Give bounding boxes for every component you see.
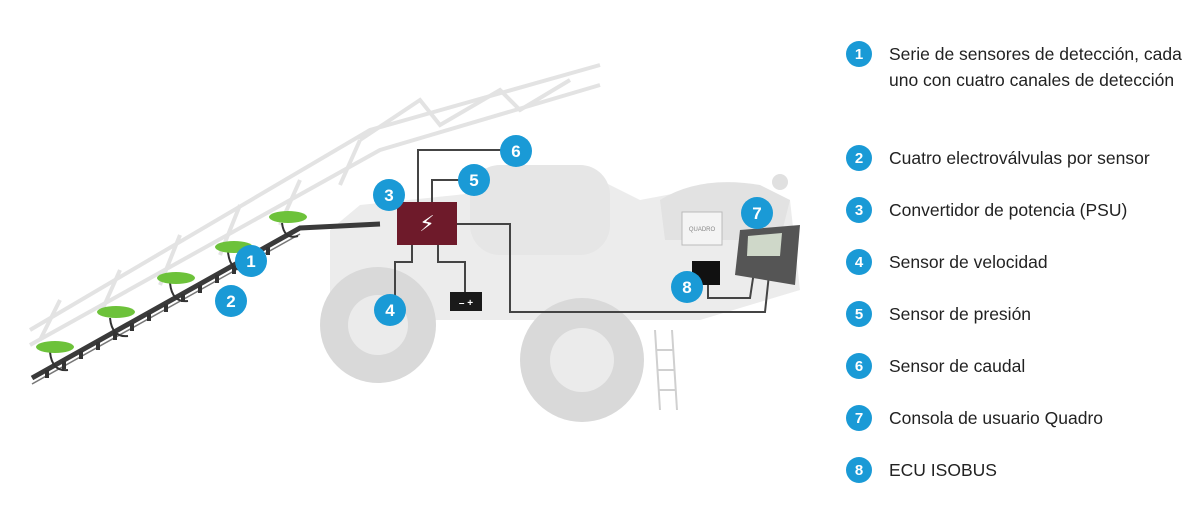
legend-item-1: 1 Serie de sensores de detección, cada u… [846, 36, 1191, 140]
lightning-bolt-icon: ⚡ [419, 211, 434, 236]
legend-text: Sensor de caudal [889, 356, 1026, 376]
svg-text:4: 4 [385, 301, 395, 320]
legend-number: 3 [846, 197, 872, 223]
callout-badge-7: 7 [741, 197, 773, 229]
legend-text: Sensor de presión [889, 304, 1032, 324]
legend-item-6: 6 Sensor de caudal [846, 348, 1191, 400]
callout-badge-1: 1 [235, 245, 267, 277]
battery-label: – + [459, 298, 473, 309]
legend-text: ECU ISOBUS [889, 460, 997, 480]
callout-badge-8: 8 [671, 271, 703, 303]
legend-item-4: 4 Sensor de velocidad [846, 244, 1191, 296]
detection-sensors [36, 211, 307, 372]
legend-item-5: 5 Sensor de presión [846, 296, 1191, 348]
legend-item-3: 3 Convertidor de potencia (PSU) [846, 192, 1191, 244]
sensor-unit [269, 211, 307, 223]
svg-text:3: 3 [384, 186, 393, 205]
legend-number: 8 [846, 457, 872, 483]
callout-badge-2: 2 [215, 285, 247, 317]
legend-number: 5 [846, 301, 872, 327]
svg-text:5: 5 [469, 171, 478, 190]
callout-badge-4: 4 [374, 294, 406, 326]
svg-text:2: 2 [226, 292, 235, 311]
svg-text:6: 6 [511, 142, 520, 161]
battery-icon: – + [450, 292, 482, 311]
legend-text: Cuatro electroválvulas por sensor [889, 148, 1150, 168]
legend-text: Consola de usuario Quadro [889, 408, 1104, 428]
legend-text: Serie de sensores de detección, cada uno… [889, 44, 1182, 90]
legend-number: 2 [846, 145, 872, 171]
callout-badge-6: 6 [500, 135, 532, 167]
sensor-unit [36, 341, 74, 353]
svg-text:1: 1 [246, 252, 255, 271]
legend-item-8: 8 ECU ISOBUS [846, 452, 1191, 504]
legend-item-7: 7 Consola de usuario Quadro [846, 400, 1191, 452]
legend-number: 4 [846, 249, 872, 275]
legend-number: 6 [846, 353, 872, 379]
sprayer-system-diagram: ⚡ – + QUADRO 1 2 3 4 5 6 7 [28, 63, 800, 422]
quadro-brand-text: QUADRO [689, 227, 716, 233]
quadro-console: QUADRO [681, 211, 800, 285]
legend-text: Sensor de velocidad [889, 252, 1048, 272]
psu-box: ⚡ [397, 202, 457, 245]
callout-badge-3: 3 [373, 179, 405, 211]
legend-text: Convertidor de potencia (PSU) [889, 200, 1128, 220]
component-legend: 1 Serie de sensores de detección, cada u… [846, 36, 1191, 504]
legend-number: 1 [846, 41, 872, 67]
svg-text:7: 7 [752, 204, 761, 223]
callout-badge-5: 5 [458, 164, 490, 196]
legend-item-2: 2 Cuatro electroválvulas por sensor [846, 140, 1191, 192]
legend-number: 7 [846, 405, 872, 431]
svg-text:8: 8 [682, 278, 691, 297]
sensor-unit [157, 272, 195, 284]
sprayer-boom [28, 63, 601, 347]
sensor-unit [97, 306, 135, 318]
